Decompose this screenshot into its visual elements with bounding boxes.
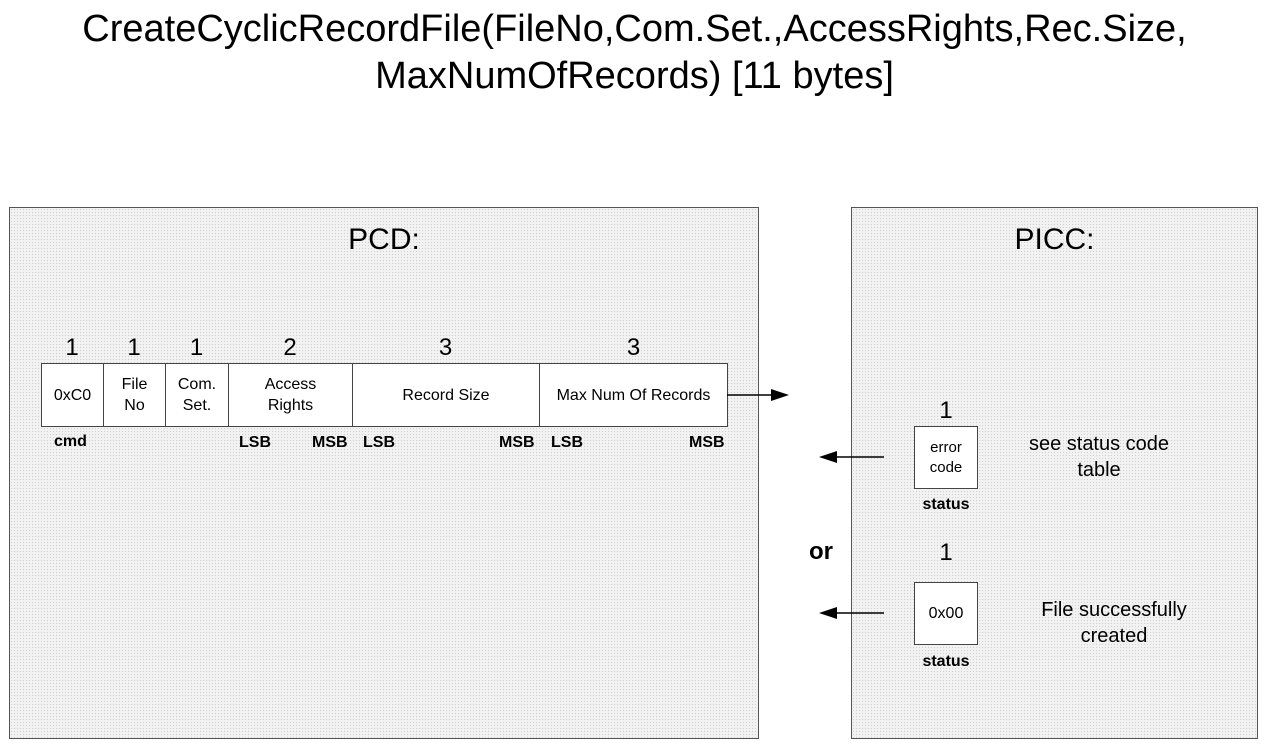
- access-rights-msb: MSB: [312, 434, 348, 451]
- success-note: File successfully created: [1041, 599, 1187, 647]
- cmd-sublabel: cmd: [54, 433, 87, 450]
- field-count-max-num-records: 3: [626, 334, 641, 361]
- max-num-records-msb: MSB: [689, 434, 725, 451]
- error-code-box: error code: [914, 426, 978, 489]
- field-count-com-set: 1: [189, 334, 204, 361]
- pcd-panel-title: PCD:: [348, 223, 420, 256]
- picc-panel-title: PICC:: [1014, 223, 1095, 256]
- record-size-msb: MSB: [499, 434, 535, 451]
- success-count: 1: [939, 539, 953, 566]
- error-code-count: 1: [939, 397, 953, 424]
- field-access-rights: Access Rights: [228, 363, 353, 427]
- diagram-title-line-2: MaxNumOfRecords) [11 bytes]: [375, 55, 894, 97]
- error-note: see status code table: [1028, 433, 1170, 481]
- command-arrow: [727, 389, 789, 401]
- pcd-panel: PCD: 1 1 1 2 3 3 0xC0 File No Com. Set. …: [9, 207, 759, 739]
- diagram-title-line-1: CreateCyclicRecordFile(FileNo,Com.Set.,A…: [82, 8, 1187, 50]
- field-count-file-no: 1: [127, 334, 141, 361]
- field-count-cmd: 1: [65, 334, 79, 361]
- record-size-lsb: LSB: [363, 434, 395, 451]
- access-rights-lsb: LSB: [239, 434, 271, 451]
- max-num-records-lsb: LSB: [551, 434, 583, 451]
- field-count-access-rights: 2: [283, 334, 297, 361]
- error-status-sublabel: status: [922, 496, 970, 513]
- success-code-box: 0x00: [914, 582, 978, 645]
- field-cmd: 0xC0: [41, 363, 104, 427]
- field-max-num-records: Max Num Of Records: [539, 363, 728, 427]
- success-status-sublabel: status: [922, 653, 970, 670]
- error-response-arrow: [819, 451, 884, 463]
- picc-panel: PICC: 1 error code status see status cod…: [851, 207, 1258, 739]
- success-response-arrow: [819, 607, 884, 619]
- or-separator: or: [809, 538, 833, 565]
- field-com-set: Com. Set.: [165, 363, 229, 427]
- field-record-size: Record Size: [352, 363, 540, 427]
- field-count-record-size: 3: [438, 334, 453, 361]
- field-file-no: File No: [103, 363, 166, 427]
